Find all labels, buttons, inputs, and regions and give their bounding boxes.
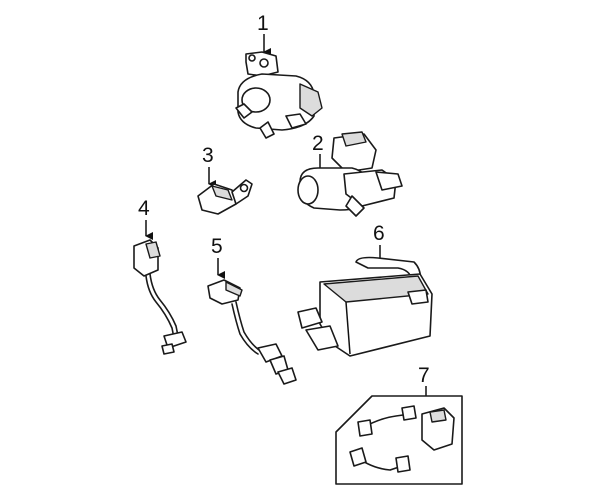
- valve-outlet: [375, 171, 403, 191]
- hose-end: [349, 447, 367, 467]
- canister-vent: [407, 289, 429, 305]
- bracket-hole: [248, 54, 256, 62]
- valve-cap: [341, 131, 367, 147]
- callout-6-label: 6: [373, 222, 385, 245]
- canister-top: [323, 275, 429, 303]
- callout-4-label: 4: [138, 197, 150, 220]
- sensor-top: [211, 185, 233, 201]
- callout-5-label: 5: [211, 235, 223, 258]
- bracket-hole: [259, 58, 269, 68]
- hose-end: [395, 455, 411, 473]
- sensor-lead: [149, 273, 179, 337]
- part-4-oxygen-sensor[interactable]: 4: [133, 197, 187, 355]
- valve-port: [259, 121, 275, 139]
- part-3-knock-sensor[interactable]: 3: [197, 144, 253, 215]
- sensor-lead: [235, 301, 263, 353]
- sensor-tip: [161, 343, 175, 355]
- canister-edge: [345, 301, 351, 355]
- valve-end-cap: [297, 175, 319, 205]
- valve-coil: [241, 87, 271, 113]
- canister-mount: [297, 307, 323, 329]
- sensor-lead: [231, 303, 259, 355]
- sensor-lead: [145, 275, 175, 339]
- part-5-oxygen-sensor[interactable]: 5: [207, 235, 297, 385]
- hose-end: [357, 419, 373, 437]
- callout-1-label: 1: [257, 12, 269, 35]
- part-7-hose-kit[interactable]: 7: [335, 364, 463, 485]
- sensor-tip: [277, 367, 297, 385]
- valve-nipple: [235, 103, 253, 119]
- valve-connector: [299, 83, 323, 117]
- callout-3-label: 3: [202, 144, 214, 167]
- valve-head: [331, 133, 377, 173]
- sensor-tab: [231, 179, 253, 205]
- part-1-vsv-valve[interactable]: 1: [235, 12, 323, 139]
- part-6-charcoal-canister[interactable]: 6: [297, 222, 433, 357]
- hose-end: [401, 405, 417, 421]
- part-2-purge-valve[interactable]: 2: [297, 131, 403, 217]
- connector-latch: [145, 241, 161, 259]
- switch-top: [429, 409, 447, 423]
- callout-7-label: 7: [418, 364, 430, 387]
- valve-port: [285, 113, 307, 129]
- valve-inlet: [345, 195, 365, 217]
- sensor-bolt-hole: [239, 183, 249, 193]
- canister-port: [305, 325, 339, 351]
- callout-2-label: 2: [312, 132, 324, 155]
- connector-latch: [225, 281, 243, 297]
